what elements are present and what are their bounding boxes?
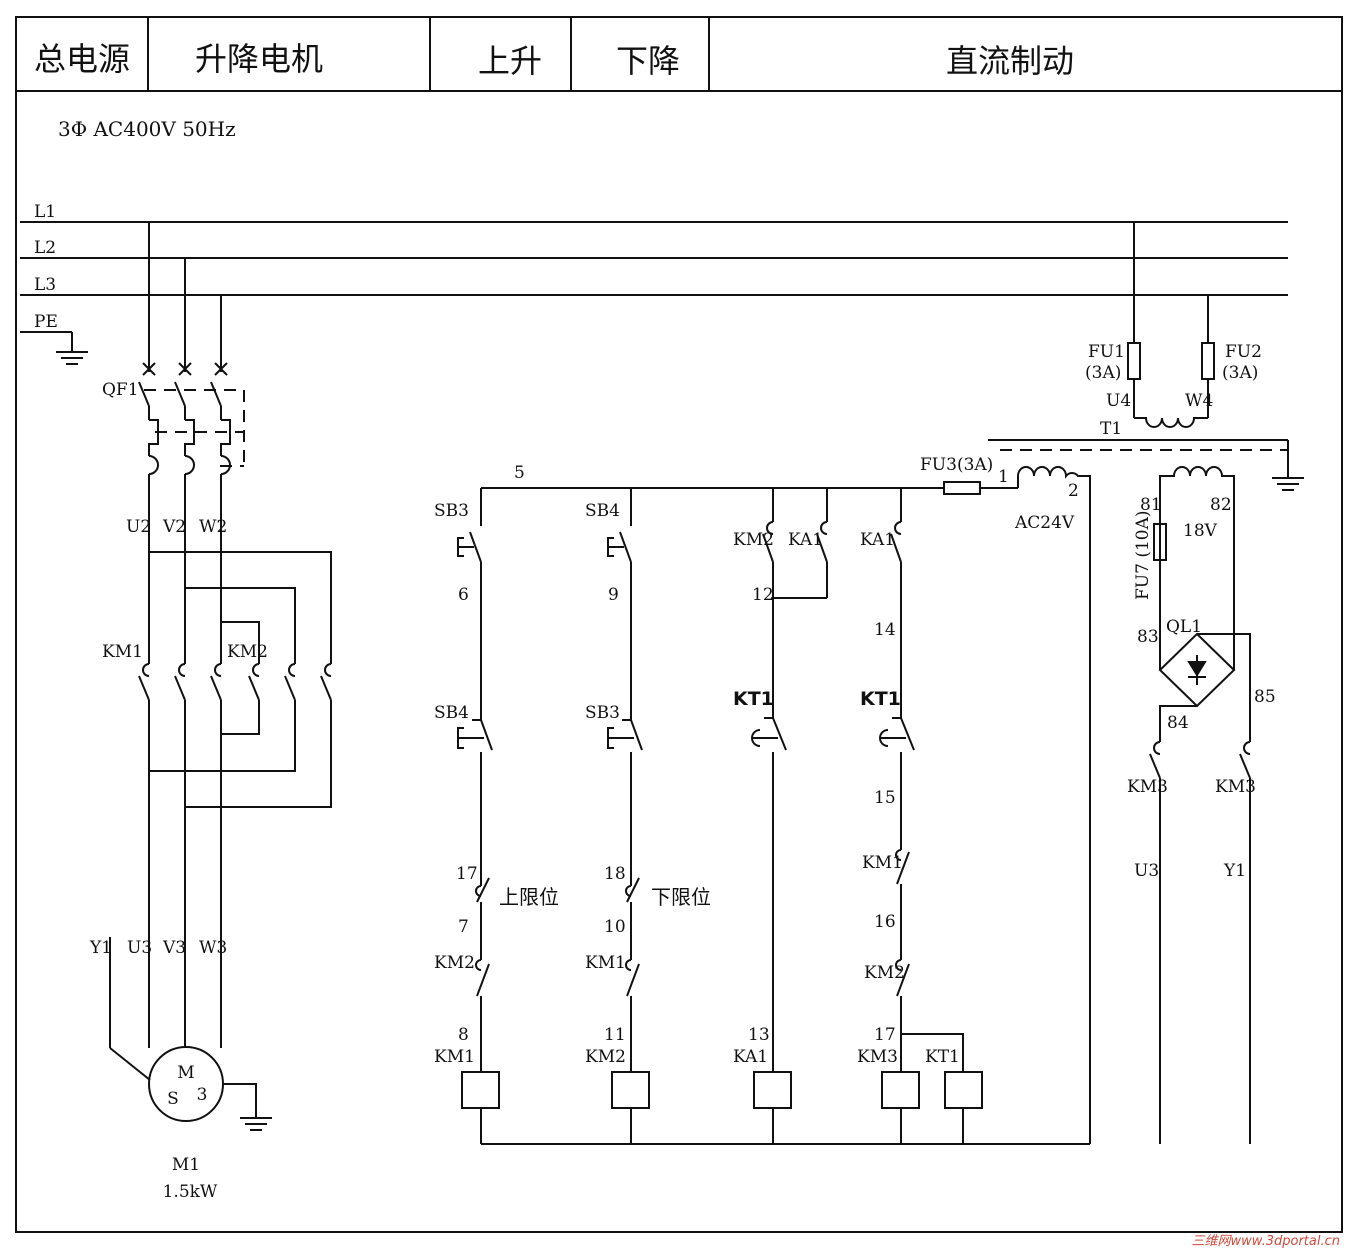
- km2-main-label: KM2: [227, 642, 268, 662]
- coil-kt1-label: KT1: [925, 1047, 960, 1067]
- ac24v-label: AC24V: [1014, 513, 1075, 533]
- wire-11: 11: [604, 1025, 626, 1045]
- lower-limit-label: 下限位: [651, 885, 711, 909]
- wire-85: 85: [1254, 687, 1276, 707]
- fu3-label: FU3(3A): [920, 455, 993, 475]
- ka1-aux-label-b: KA1: [860, 530, 895, 550]
- fu7-label: FU7 (10A): [1133, 510, 1153, 600]
- wire-6: 6: [458, 585, 469, 605]
- header-brake: 直流制动: [946, 42, 1074, 80]
- wire-83: 83: [1137, 627, 1159, 647]
- motor-name: M1: [172, 1155, 200, 1175]
- wire-16: 16: [874, 912, 896, 932]
- coil-ka1-label: KA1: [733, 1047, 768, 1067]
- wire-10: 10: [604, 917, 626, 937]
- control-circuit: 5 1 2: [434, 463, 1090, 1145]
- km1-interlock-label: KM1: [585, 953, 626, 973]
- qf1-label: QF1: [102, 380, 139, 400]
- km1-main-label: KM1: [102, 642, 143, 662]
- motor-sub-s: S: [167, 1089, 179, 1109]
- lead-y1: Y1: [89, 938, 112, 958]
- km3-contact-label-b: KM3: [1215, 777, 1256, 797]
- wire-15: 15: [874, 788, 896, 808]
- brake-u3-label: U3: [1134, 861, 1159, 881]
- km2-brake-label: KM2: [864, 963, 905, 983]
- header-motor: 升降电机: [195, 40, 323, 78]
- ql1-label: QL1: [1166, 617, 1202, 637]
- terminal-u2: U2: [126, 517, 151, 537]
- wire-12: 12: [752, 585, 774, 605]
- km1-brake-label: KM1: [862, 853, 903, 873]
- terminal-v2: V2: [162, 517, 186, 537]
- u4-label: U4: [1106, 391, 1131, 411]
- wire-84: 84: [1167, 713, 1189, 733]
- bus-pe-label: PE: [34, 312, 58, 332]
- fu2-label: FU2: [1225, 342, 1262, 362]
- wire-82: 82: [1210, 495, 1232, 515]
- wire-14: 14: [874, 620, 896, 640]
- ac18v-label: 18V: [1183, 521, 1218, 541]
- wire-17b: 17: [874, 1025, 896, 1045]
- bus-l2-label: L2: [34, 238, 56, 258]
- wire-13: 13: [748, 1025, 770, 1045]
- lead-u3: U3: [127, 938, 152, 958]
- header-up: 上升: [478, 42, 542, 80]
- wire-9: 9: [608, 585, 619, 605]
- fu1-rating: (3A): [1085, 363, 1121, 383]
- title-block: 总电源 升降电机 上升 下降 直流制动: [15, 16, 1343, 1233]
- coil-km2-label: KM2: [585, 1047, 626, 1067]
- lead-w3: W3: [199, 938, 227, 958]
- kt1-contact-label-b: KT1: [860, 688, 901, 710]
- motor-symbol: M: [177, 1063, 194, 1083]
- fu1-label: FU1: [1088, 342, 1125, 362]
- motor-power: 1.5kW: [163, 1182, 218, 1202]
- wire-18: 18: [604, 864, 626, 884]
- wire-2: 2: [1068, 481, 1079, 501]
- motor-m1: M S 3 M1 1.5kW: [148, 1046, 272, 1202]
- kt1-contact-label-a: KT1: [733, 688, 774, 710]
- header-down: 下降: [616, 42, 680, 80]
- breaker-qf1: QF1: [102, 222, 245, 475]
- w4-label: W4: [1185, 391, 1213, 411]
- dc-brake-circuit: 81 82 FU7 (10A) QL1 83 84 85 KM3 KM3 U3 …: [1127, 495, 1276, 1144]
- sb3-label-b: SB3: [585, 703, 620, 723]
- upper-limit-label: 上限位: [499, 885, 559, 909]
- main-circuit-wiring: U2 V2 W2 KM1 KM2 Y1 U3 V3: [89, 474, 332, 1081]
- lead-v3: V3: [162, 938, 186, 958]
- wire-7: 7: [458, 917, 469, 937]
- header-power: 总电源: [34, 40, 130, 78]
- transformer-t1: FU1 (3A) FU2 (3A) U4 W4 T1 FU3(3A) AC24V…: [920, 222, 1304, 1144]
- wire-5: 5: [514, 463, 525, 483]
- sb4-label-a: SB4: [585, 501, 620, 521]
- wire-81: 81: [1140, 495, 1162, 515]
- km2-aux-label: KM2: [733, 530, 774, 550]
- motor-sub-3: 3: [197, 1085, 208, 1105]
- bus-bars: L1 L2 L3 PE: [20, 202, 1288, 365]
- sb4-label-b: SB4: [434, 703, 469, 723]
- wire-1: 1: [998, 467, 1009, 487]
- bus-l3-label: L3: [34, 275, 56, 295]
- supply-label: 3Φ AC400V 50Hz: [58, 117, 236, 141]
- wire-17a: 17: [456, 864, 478, 884]
- bus-l1-label: L1: [34, 202, 56, 222]
- fu2-rating: (3A): [1222, 363, 1258, 383]
- sb3-label-a: SB3: [434, 501, 469, 521]
- brake-y1-label: Y1: [1223, 861, 1246, 881]
- km2-interlock-label: KM2: [434, 953, 475, 973]
- t1-label: T1: [1100, 419, 1122, 439]
- coil-km1-label: KM1: [434, 1047, 475, 1067]
- terminal-w2: W2: [199, 517, 227, 537]
- km3-contact-label-a: KM3: [1127, 777, 1168, 797]
- watermark: 三维网www.3dportal.cn: [1192, 1234, 1340, 1249]
- ka1-aux-label-a: KA1: [788, 530, 823, 550]
- coil-km3-label: KM3: [857, 1047, 898, 1067]
- wire-8: 8: [458, 1025, 469, 1045]
